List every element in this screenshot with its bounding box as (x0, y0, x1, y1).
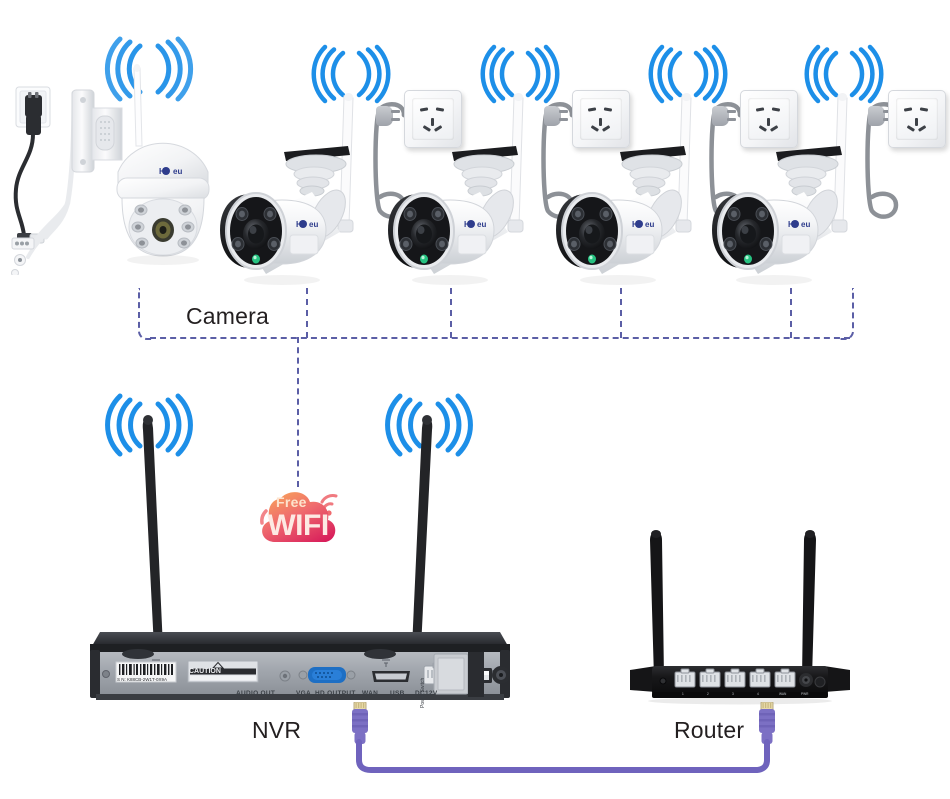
plug-pin (883, 118, 892, 121)
router-antenna-left (650, 530, 664, 678)
nvr-antenna-left (142, 415, 163, 648)
router-antenna-right (802, 530, 816, 678)
outlet-face (896, 98, 938, 140)
svg-text:eu: eu (477, 220, 486, 229)
wall-outlet-3 (740, 90, 798, 148)
svg-text:4: 4 (757, 692, 759, 696)
nvr-label: NVR (252, 717, 302, 743)
outlet-face (748, 98, 790, 140)
svg-text:WAN: WAN (779, 692, 787, 696)
svg-text:eu: eu (801, 220, 810, 229)
wifi-signal-icon-bullet-2 (480, 44, 560, 104)
nvr-port-label-wan: WAN (362, 690, 379, 697)
nvr-antenna-right (412, 415, 433, 648)
camera-drop-3 (620, 288, 622, 338)
bullet-camera-4: Hi eu (712, 146, 842, 285)
plug-pin (391, 110, 400, 113)
ethernet-cable (356, 739, 770, 773)
wifi-signal-icon-nvr-right (385, 393, 473, 457)
wall-outlet-4 (888, 90, 946, 148)
plug-pin (727, 110, 736, 113)
ptz-dome-camera: Hi eu (71, 64, 210, 265)
power-plug-4 (868, 106, 885, 126)
svg-text:eu: eu (173, 167, 182, 176)
plug-pin (559, 118, 568, 121)
wifi-signal-icon-nvr-left (105, 393, 193, 457)
nvr-port-label-audio-out: AUDIO OUT (236, 690, 276, 697)
wifi-signal-icon-bullet-1 (311, 44, 391, 104)
wall-outlet-2 (572, 90, 630, 148)
plug-pin (391, 118, 400, 121)
plug-pin (883, 110, 892, 113)
router-device: 1 2 3 4 WAN PWR (630, 666, 850, 705)
camera-antenna-3 (675, 93, 692, 233)
wifi-signal-icon-bullet-4 (804, 44, 884, 104)
nvr-barcode-serial: S N: K88CB-2W1T-0X9A (117, 677, 168, 682)
power-plug-2 (544, 106, 561, 126)
bullet-camera-1: Hi eu (220, 146, 350, 285)
camera-label: Camera (186, 303, 270, 329)
nvr-vent-panel (433, 652, 484, 697)
camera-drop-4 (790, 288, 792, 338)
dc-power-adapter (11, 86, 77, 275)
wall-outlet-1 (404, 90, 462, 148)
camera-antenna-2 (507, 93, 524, 233)
camera-antenna-4 (831, 93, 848, 233)
free-wifi-free-text: Free (276, 494, 307, 510)
plug-pin (727, 118, 736, 121)
power-plug-1 (376, 106, 393, 126)
bullet-camera-2: Hi eu (388, 146, 518, 285)
power-plug-3 (712, 106, 729, 126)
nvr-port-label-dc12v: DC12V (415, 690, 438, 697)
nvr-caution-label: CAUTION (189, 668, 221, 675)
ethernet-connector-nvr (352, 702, 368, 744)
svg-text:1: 1 (682, 692, 684, 696)
wifi-signal-icon-bullet-3 (648, 44, 728, 104)
bullet-camera-3: Hi eu (556, 146, 686, 285)
nvr-port-label-vga: VGA (296, 690, 311, 697)
camera-drop-1 (306, 288, 308, 338)
camera-drop-2 (450, 288, 452, 338)
router-label: Router (674, 717, 745, 743)
nvr-power-switch-label: Power Switch (420, 677, 426, 708)
svg-text:eu: eu (645, 220, 654, 229)
svg-text:2: 2 (707, 692, 709, 696)
svg-text:PWR: PWR (801, 692, 809, 696)
svg-text:eu: eu (309, 220, 318, 229)
outlet-face (580, 98, 622, 140)
free-wifi-wifi-text: WIFI (267, 509, 329, 542)
nvr-port-label-hd-output: HD OUTPUT (315, 690, 356, 697)
nvr-port-label-usb: USB (390, 690, 405, 697)
svg-text:3: 3 (732, 692, 734, 696)
plug-pin (559, 110, 568, 113)
camera-bus-horizontal (150, 337, 850, 339)
bus-to-wifi-badge-link (297, 337, 299, 487)
camera-bus-right-corner (838, 288, 854, 340)
camera-bus-left-corner (138, 288, 154, 340)
free-wifi-badge: Free WIFI (250, 477, 348, 564)
outlet-face (412, 98, 454, 140)
